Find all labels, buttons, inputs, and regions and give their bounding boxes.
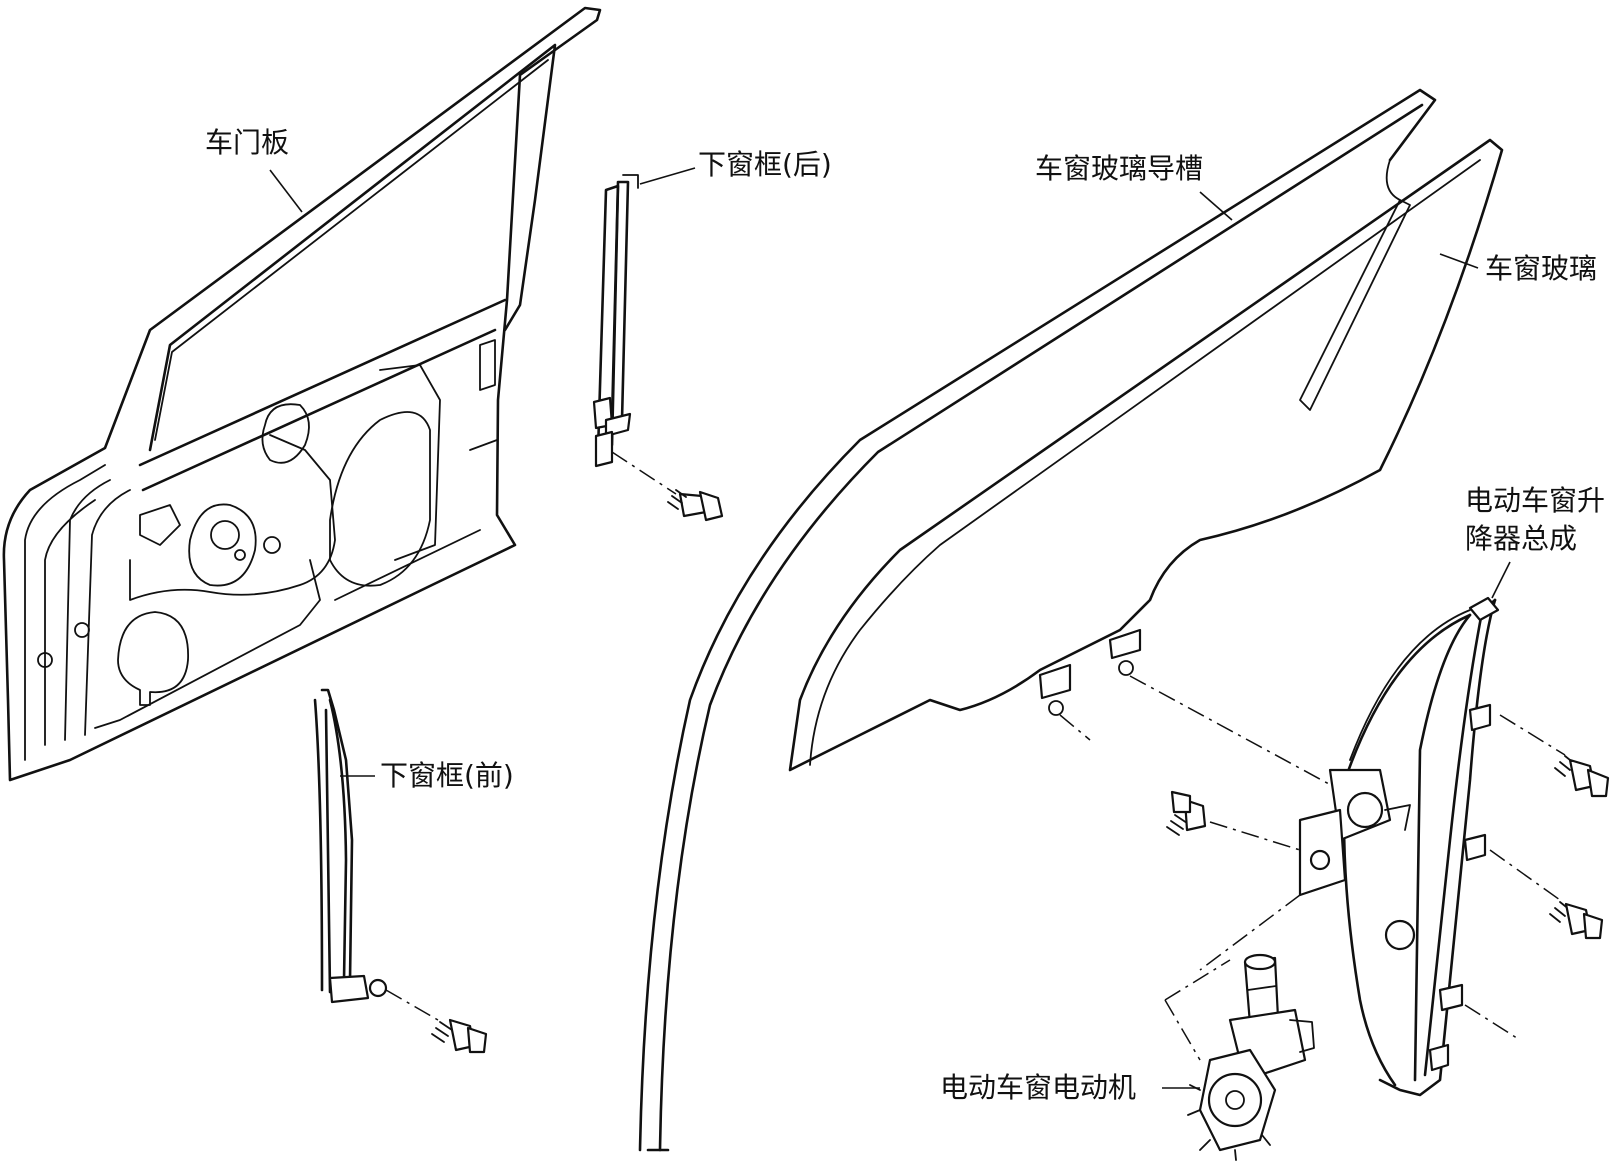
leader-rear-lower-sash	[639, 167, 696, 185]
label-regulator-line1: 电动车窗升	[1465, 484, 1605, 517]
front-lower-sash	[313, 688, 439, 1021]
label-window-motor-group: 电动车窗电动机	[940, 1071, 1200, 1104]
label-regulator-line2: 降器总成	[1465, 522, 1577, 555]
label-front-lower-sash-group: 下窗框(前)	[340, 759, 514, 792]
regulator-lower-guide-line	[1464, 1004, 1521, 1041]
label-rear-lower-sash-group: 下窗框(后)	[639, 148, 832, 185]
door-panel	[2, 6, 602, 782]
label-door-panel-group: 车门板	[205, 126, 303, 213]
leader-glass-run	[1199, 191, 1233, 221]
label-door-panel: 车门板	[205, 126, 289, 159]
label-glass-run: 车窗玻璃导槽	[1035, 152, 1203, 185]
front-sash-bolt	[431, 1018, 488, 1054]
regulator-bolt-upper-right	[1499, 714, 1610, 798]
label-window-motor: 电动车窗电动机	[940, 1071, 1136, 1104]
label-rear-lower-sash: 下窗框(后)	[698, 148, 832, 181]
label-window-glass-group: 车窗玻璃	[1439, 252, 1597, 285]
regulator-bolt-middle-right	[1489, 849, 1604, 940]
label-regulator-group: 电动车窗升 降器总成	[1465, 484, 1605, 599]
power-window-regulator	[1199, 596, 1500, 1097]
label-window-glass: 车窗玻璃	[1485, 252, 1597, 285]
leader-window-glass	[1439, 253, 1479, 269]
glass-run-channel	[638, 88, 1437, 1152]
leader-regulator	[1491, 561, 1511, 599]
leader-door-panel	[269, 169, 303, 213]
label-front-lower-sash: 下窗框(前)	[380, 759, 514, 792]
rear-sash-bolt	[667, 489, 724, 522]
window-glass	[788, 138, 1504, 791]
window-motor	[1164, 953, 1315, 1161]
regulator-bolt-left	[1166, 790, 1301, 851]
rear-lower-sash	[592, 174, 677, 495]
label-glass-run-group: 车窗玻璃导槽	[1035, 152, 1233, 221]
